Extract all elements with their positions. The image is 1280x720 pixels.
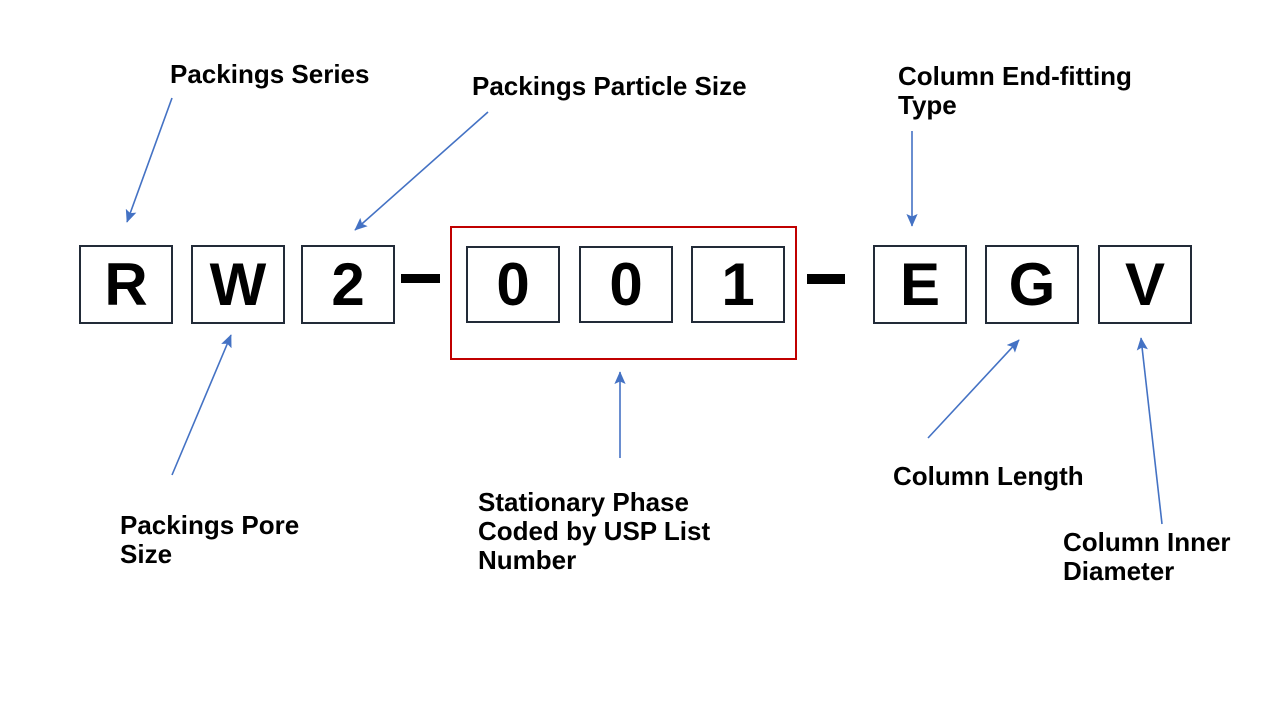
column-length-arrow <box>927 339 1020 439</box>
packings-pore-size-arrow <box>171 334 232 476</box>
label-column-length: Column Length <box>893 461 1084 491</box>
label-stationary-phase-usp: Stationary Phase Coded by USP List Numbe… <box>478 487 711 575</box>
label-packings-pore-size: Packings Pore Size <box>120 510 300 569</box>
code-box-column-length: G <box>985 245 1079 324</box>
code-box-usp-digit-1: 0 <box>466 246 560 323</box>
usp-number-highlight-box <box>450 226 797 360</box>
packings-series-arrow <box>125 97 173 223</box>
label-packings-particle-size: Packings Particle Size <box>472 71 747 101</box>
packings-particle-size-arrow <box>354 111 489 231</box>
label-packings-series: Packings Series <box>170 59 370 89</box>
code-separator-dash-2 <box>807 274 845 284</box>
code-box-column-inner-diameter: V <box>1098 245 1192 324</box>
code-box-packings-series: R <box>79 245 173 324</box>
code-box-packings-particle-size: 2 <box>301 245 395 324</box>
label-column-end-fitting-type: Column End-fitting Type <box>898 61 1132 120</box>
code-box-usp-digit-3: 1 <box>691 246 785 323</box>
code-separator-dash-1 <box>401 274 440 283</box>
column-inner-diameter-arrow <box>1136 337 1163 525</box>
code-box-column-end-fitting: E <box>873 245 967 324</box>
code-box-usp-digit-2: 0 <box>579 246 673 323</box>
label-column-inner-diameter: Column Inner Diameter <box>1063 527 1231 586</box>
code-box-packings-pore-size: W <box>191 245 285 324</box>
